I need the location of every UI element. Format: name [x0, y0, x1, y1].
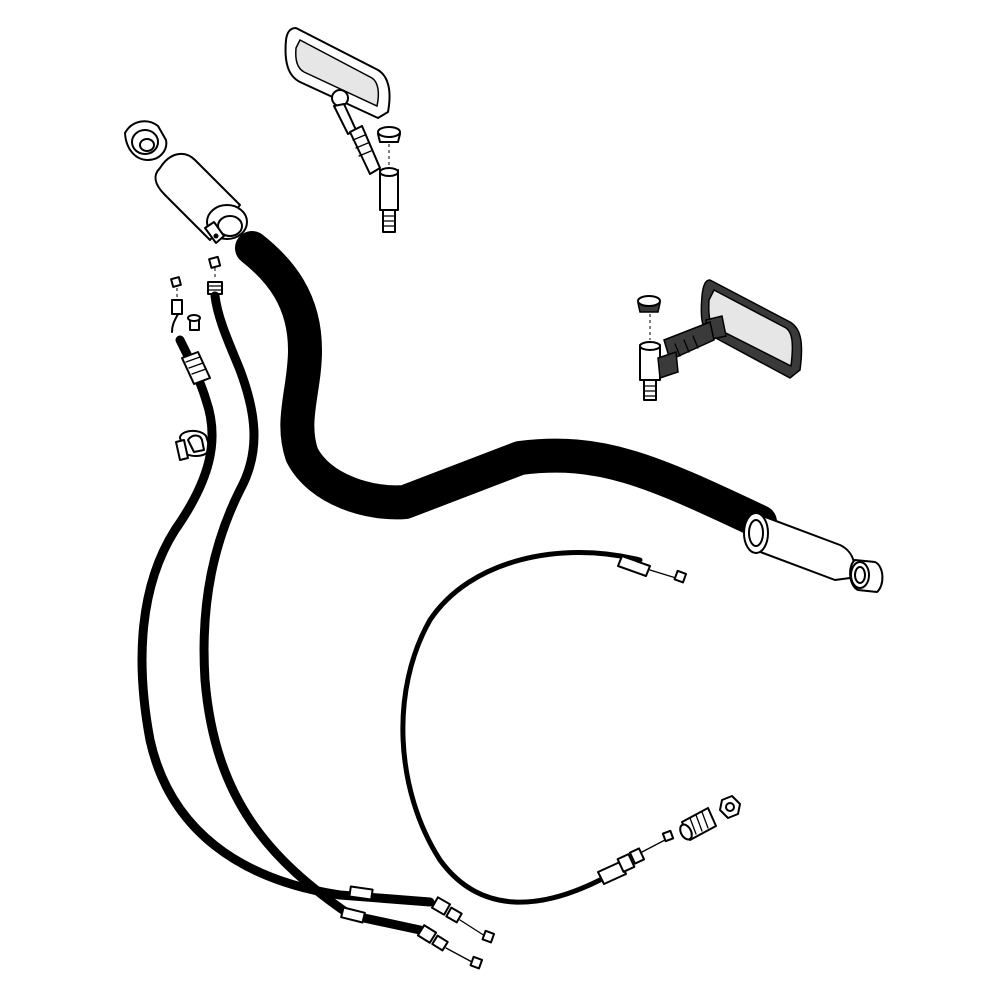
- clutch-cable-lower-end: [597, 829, 675, 885]
- throttle-cable-2-fitting: [340, 906, 484, 970]
- clutch-adjuster-nut: [719, 795, 741, 819]
- clutch-adjuster: [679, 807, 717, 841]
- cable-adjuster-upper: [181, 351, 211, 385]
- left-mirror: [284, 27, 399, 233]
- left-grip: [154, 152, 248, 244]
- left-mirror-cap: [377, 126, 401, 168]
- throttle-cable-1: [137, 335, 435, 907]
- clutch-cable-upper-end: [617, 555, 688, 584]
- handlebar: [235, 231, 777, 539]
- throttle-cable-2: [199, 291, 425, 935]
- right-grip: [743, 512, 856, 581]
- throttle-cable-end-a: [170, 276, 183, 333]
- right-mirror-cap: [637, 295, 661, 340]
- clutch-cable: [400, 550, 643, 905]
- right-bar-end-weight: [849, 559, 884, 593]
- throttle-cable-1-fitting: [348, 885, 496, 944]
- throttle-cable-end-b: [207, 255, 223, 295]
- left-bar-end-weight: [124, 120, 168, 161]
- right-mirror: [639, 279, 803, 401]
- adjuster-screw: [187, 314, 201, 331]
- cable-clamp: [175, 430, 211, 461]
